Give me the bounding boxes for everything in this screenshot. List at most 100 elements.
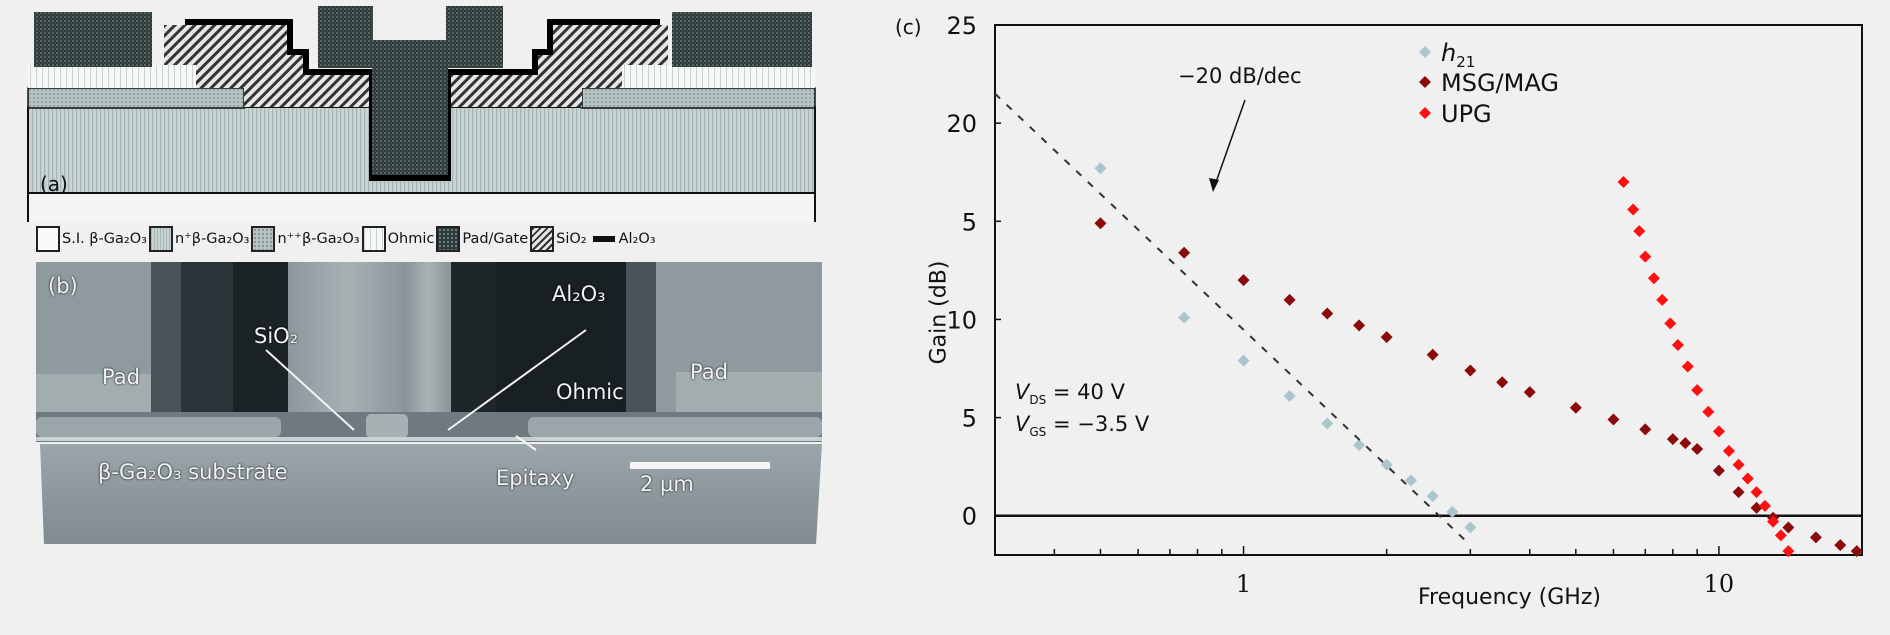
legend-item-al2o3: Al₂O₃ <box>589 231 656 247</box>
data-point <box>1633 225 1646 238</box>
data-point <box>1380 458 1393 471</box>
legend-label: Ohmic <box>387 231 435 247</box>
data-point <box>1380 331 1393 344</box>
legend-label: Pad/Gate <box>462 231 529 247</box>
label-pad-left: Pad <box>102 365 140 389</box>
legend-item-si: S.I. β-Ga₂O₃ <box>36 226 147 252</box>
nplusplus-left <box>27 87 245 109</box>
sio2-left <box>164 22 375 107</box>
data-point <box>1774 529 1787 542</box>
bias-vds: VDS = 40 V <box>1015 380 1125 407</box>
data-point <box>1782 545 1795 558</box>
panel-b-label: (b) <box>48 274 78 298</box>
label-sio2: SiO₂ <box>254 324 299 348</box>
vds-symbol: V <box>1015 380 1030 404</box>
y-tick-label: 20 <box>946 110 977 138</box>
data-point <box>1237 274 1250 287</box>
data-point <box>1750 486 1763 499</box>
data-point <box>1446 505 1459 518</box>
pad-left <box>34 12 152 67</box>
data-point <box>1639 423 1652 436</box>
data-point <box>1523 386 1536 399</box>
data-point <box>1627 203 1640 216</box>
data-point <box>1283 390 1296 402</box>
data-point <box>1834 539 1847 552</box>
legend-item-ohmic: Ohmic <box>361 226 435 252</box>
ohmic-right <box>622 65 815 88</box>
legend-label: SiO₂ <box>556 231 587 247</box>
vgs-symbol: V <box>1015 412 1030 436</box>
data-point <box>1607 413 1620 426</box>
sio2-right <box>445 22 668 107</box>
data-point <box>1767 515 1780 528</box>
label-al2o3: Al₂O₃ <box>552 282 606 306</box>
data-point <box>1178 311 1191 324</box>
padgate-swatch-icon <box>436 226 461 252</box>
data-point <box>1656 293 1669 306</box>
y-tick-label: 5 <box>962 208 977 236</box>
legend-marker-icon <box>1419 76 1431 88</box>
vds-subscript: DS <box>1029 393 1047 408</box>
legend-item-padgate: Pad/Gate <box>436 226 528 252</box>
cross-section-diagram: (a) <box>0 0 820 260</box>
legend-item-sio2: SiO₂ <box>530 226 587 252</box>
data-point <box>1094 162 1107 175</box>
legend-label: UPG <box>1441 100 1492 128</box>
al2o3-layer <box>185 19 660 181</box>
legend-label: h21 <box>1441 39 1475 71</box>
data-point <box>1237 354 1250 367</box>
y-tick-label: 25 <box>946 12 977 40</box>
data-point <box>1758 499 1771 512</box>
si-swatch-icon <box>36 226 60 252</box>
legend-label: n⁺β-Ga₂O₃ <box>174 231 250 247</box>
data-point <box>1750 501 1763 514</box>
legend-label: n⁺⁺β-Ga₂O₃ <box>277 231 360 247</box>
data-point <box>1741 472 1754 485</box>
ohmic-left <box>28 65 196 88</box>
data-point <box>1094 217 1107 230</box>
sio2-swatch-icon <box>530 226 555 252</box>
material-legend: S.I. β-Ga₂O₃ n⁺β-Ga₂O₃ n⁺⁺β-Ga₂O₃ Ohmic … <box>36 222 658 256</box>
data-point <box>1647 272 1660 285</box>
data-point <box>1426 490 1439 503</box>
data-point <box>1404 474 1417 487</box>
fit-line <box>994 92 1472 546</box>
data-point <box>1464 521 1477 534</box>
y-axis-title: Gain (dB) <box>926 260 952 365</box>
data-point <box>1321 417 1334 430</box>
data-point <box>1664 317 1677 330</box>
legend-marker-icon <box>1419 46 1431 58</box>
data-point <box>1850 545 1863 558</box>
slope-annotation: −20 dB/dec <box>1178 64 1302 88</box>
nplusplus-swatch-icon <box>251 226 276 252</box>
legend-label: S.I. β-Ga₂O₃ <box>62 231 147 247</box>
x-tick-label: 10 <box>1704 570 1735 598</box>
vgs-subscript: GS <box>1029 425 1047 440</box>
label-ohmic: Ohmic <box>556 380 624 404</box>
al2o3-line-icon <box>592 236 615 242</box>
data-point <box>1617 176 1630 189</box>
data-point <box>1353 319 1366 332</box>
data-point <box>1782 521 1795 534</box>
data-point <box>1809 531 1822 544</box>
legend-label: MSG/MAG <box>1441 69 1559 97</box>
legend-item-nplus: n⁺β-Ga₂O₃ <box>148 226 250 252</box>
x-axis-title: Frequency (GHz) <box>1418 585 1601 610</box>
x-tick-label: 1 <box>1236 570 1251 598</box>
vds-value: = 40 V <box>1046 380 1125 404</box>
data-point <box>1569 401 1582 414</box>
legend-marker-icon <box>1419 107 1431 119</box>
data-point <box>1681 360 1694 373</box>
data-point <box>1321 307 1334 320</box>
data-point <box>1722 444 1735 457</box>
data-point <box>1732 486 1745 499</box>
y-tick-label: 10 <box>946 306 977 334</box>
data-point <box>1712 425 1725 438</box>
bias-vgs: VGS = −3.5 V <box>1015 412 1149 439</box>
label-scale-bar: 2 μm <box>640 472 694 496</box>
scale-bar <box>630 462 770 469</box>
data-point <box>1353 439 1366 452</box>
sem-image: (b) Pad Pad SiO₂ Al₂O₃ Ohmic β-Ga₂O₃ sub… <box>36 262 822 602</box>
